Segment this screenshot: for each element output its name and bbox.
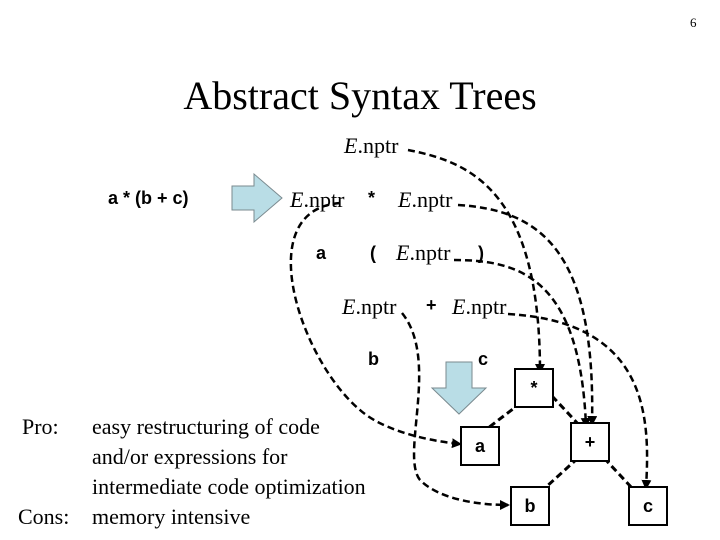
nptr-attribute: .nptr	[409, 240, 451, 265]
nonterminal-e: E	[342, 294, 356, 319]
pointer-arrow-paren-expr	[453, 258, 591, 428]
down-block-arrow	[430, 361, 488, 415]
parse-node-root: E.nptr	[344, 135, 398, 157]
nonterminal-e: E	[452, 294, 466, 319]
parse-node-paren-expr: E.nptr	[396, 242, 450, 264]
pro-label: Pro:	[22, 414, 59, 439]
parse-leaf-a: a	[316, 243, 327, 263]
parse-node-plus-right: E.nptr	[452, 296, 506, 318]
nonterminal-e: E	[290, 187, 304, 212]
right-block-arrow	[231, 172, 283, 224]
ast-edge-star-plus	[550, 394, 582, 428]
nptr-attribute: .nptr	[355, 294, 397, 319]
nptr-attribute: .nptr	[465, 294, 507, 319]
cons-text: memory intensive	[92, 504, 251, 529]
parse-node-rparen: )	[478, 243, 484, 263]
parse-node-lparen: (	[370, 243, 376, 263]
pointer-arrow-root	[407, 148, 545, 374]
page-number: 6	[690, 15, 697, 30]
slide-title: Abstract Syntax Trees	[183, 73, 537, 118]
ast-node-a: a	[460, 426, 500, 466]
pointer-arrow-b	[401, 312, 510, 510]
nptr-attribute: .nptr	[357, 133, 399, 158]
parse-leaf-b: b	[368, 349, 379, 369]
nptr-attribute: .nptr	[411, 187, 453, 212]
nptr-attribute: .nptr	[303, 187, 345, 212]
nonterminal-e: E	[396, 240, 410, 265]
nonterminal-e: E	[398, 187, 412, 212]
parse-node-right-operand: E.nptr	[398, 189, 452, 211]
pointer-arrow-left-child	[289, 201, 462, 449]
pro-line-2: and/or expressions for	[92, 444, 288, 469]
pro-line-1: easy restructuring of code	[92, 414, 320, 439]
ast-edge-plus-c	[602, 456, 634, 490]
ast-node-c: c	[628, 486, 668, 526]
nonterminal-e: E	[344, 133, 358, 158]
parse-node-plus: +	[426, 295, 437, 315]
ast-edge-plus-b	[543, 456, 580, 490]
parse-node-plus-left: E.nptr	[342, 296, 396, 318]
ast-edge-star-a	[487, 394, 531, 430]
cons-label: Cons:	[18, 504, 70, 529]
pro-line-3: intermediate code optimization	[92, 474, 366, 499]
pointer-arrow-right-child	[457, 203, 598, 426]
pointer-arrow-c	[507, 312, 652, 490]
ast-node-b: b	[510, 486, 550, 526]
parse-node-star: *	[368, 188, 376, 208]
ast-node-star: *	[514, 368, 554, 408]
source-expression: a * (b + c)	[108, 188, 189, 208]
parse-node-left-operand: E.nptr	[290, 189, 344, 211]
ast-node-plus: +	[570, 422, 610, 462]
parse-leaf-c: c	[478, 349, 489, 369]
